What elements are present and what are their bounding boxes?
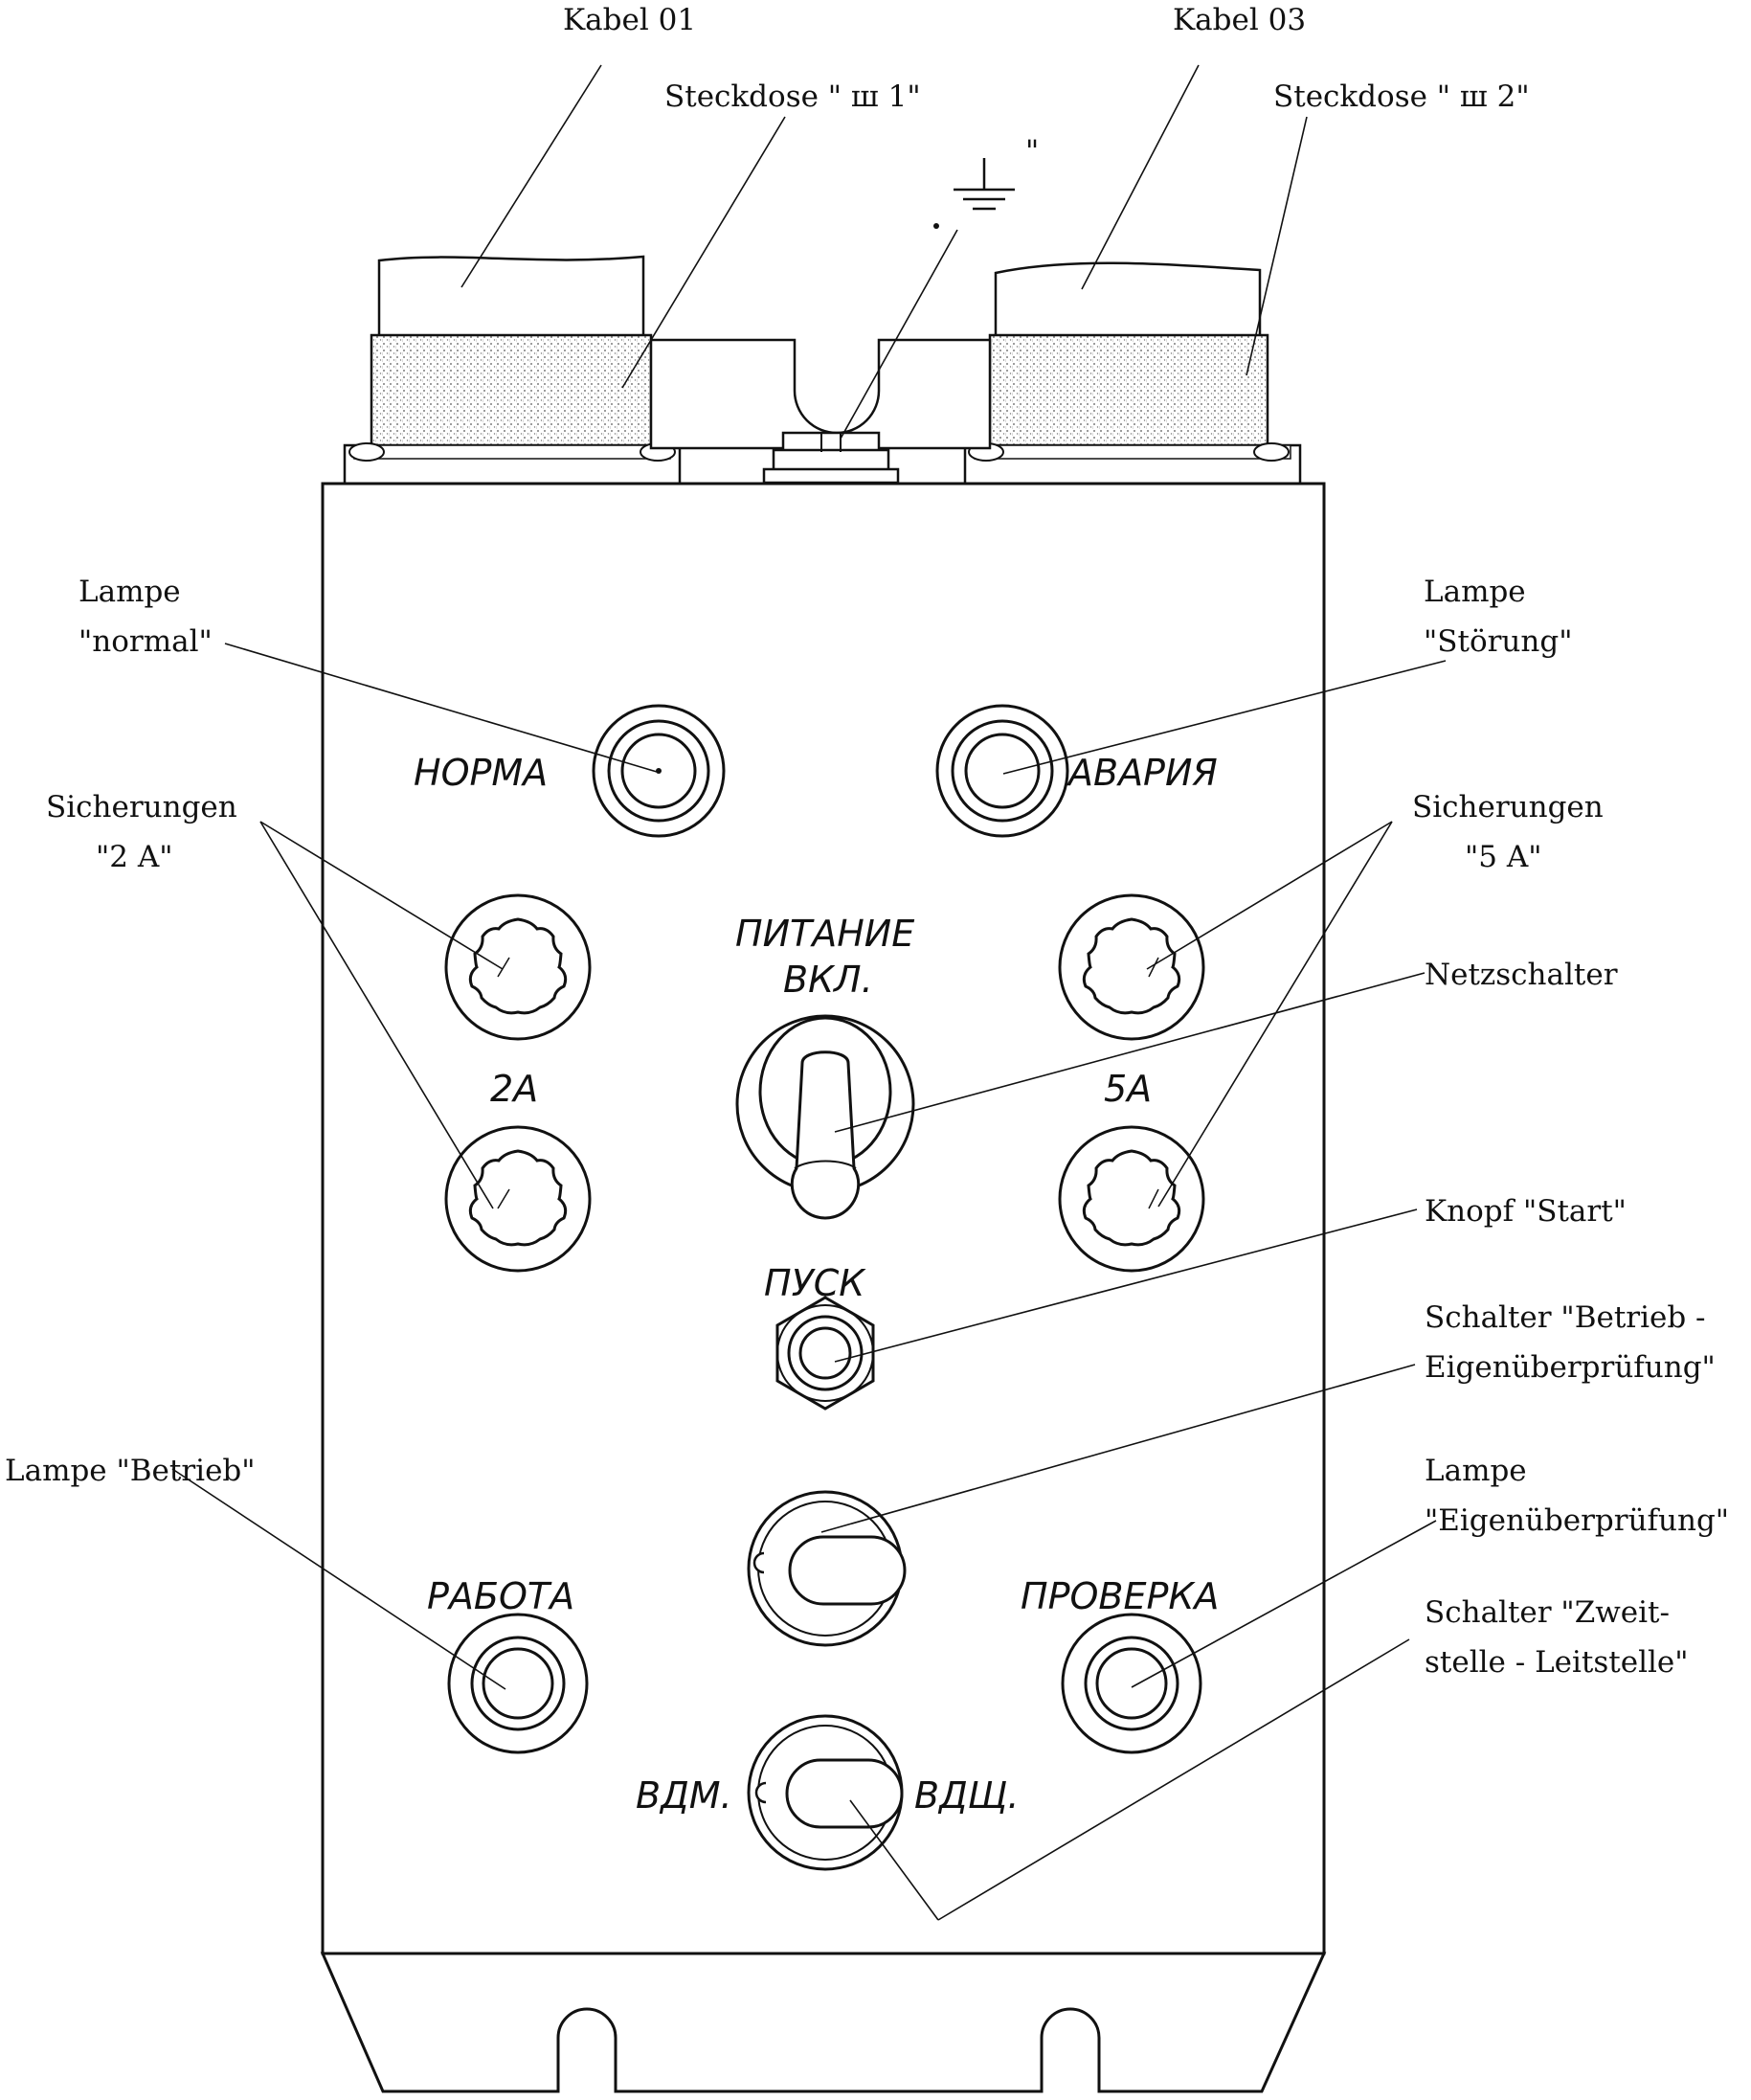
lamp-norma [592,704,726,838]
callout-steckdose-2: Steckdose " ш 2" [1273,79,1530,114]
housing-base [320,1952,1327,2093]
callout-netzschalter: Netzschalter [1425,958,1618,992]
callout-lampe-eigen-line2: "Eigenüberprüfung" [1425,1503,1729,1538]
callout-kabel-01: Kabel 01 [563,3,696,37]
callout-steckdose-1: Steckdose " ш 1" [664,79,921,114]
fuse-5a-bottom [1058,1125,1205,1273]
callout-schalter-zweit-line1: Schalter "Zweit- [1425,1595,1670,1630]
label-pusk: ПУСК [764,1262,866,1304]
callout-lampe-betrieb: Lampe "Betrieb" [5,1454,256,1488]
fuse-2a-bottom [444,1125,592,1273]
station-rotary-switch[interactable] [747,1714,904,1871]
callout-lampe-stoerung-line1: Lampe [1424,575,1526,609]
lamp-proverka [1061,1613,1202,1754]
callout-schalter-betrieb-line1: Schalter "Betrieb - [1425,1300,1706,1335]
ground-icon [933,158,1015,229]
callout-kabel-03: Kabel 03 [1173,3,1306,37]
fuse-2a-top [444,893,592,1041]
label-rabota: РАБОТА [427,1575,574,1617]
lamp-rabota [447,1613,589,1754]
callout-lampe-normal-line1: Lampe [79,575,181,609]
callout-schalter-zweit-line2: stelle - Leitstelle" [1425,1645,1689,1680]
label-vdm: ВДМ. [636,1774,732,1817]
label-norma: НОРМА [414,752,548,794]
label-avariya: АВАРИЯ [1066,752,1218,794]
connector-right [963,261,1302,485]
callout-lampe-stoerung-line2: "Störung" [1424,624,1572,659]
label-proverka: ПРОВЕРКА [1021,1575,1219,1617]
callout-lampe-eigen-line1: Lampe [1425,1454,1527,1488]
label-2a: 2А [490,1068,538,1110]
label-pitanie: ПИТАНИЕ [735,913,914,955]
lamp-avariya [935,704,1069,838]
label-vdshch: ВДЩ. [914,1774,1019,1817]
callout-knopf-start: Knopf "Start" [1425,1194,1627,1229]
callout-sicherungen-2a-line2: "2 A" [96,840,172,874]
ground-quote-right: " [1025,134,1039,169]
power-toggle-switch[interactable] [735,1014,915,1220]
connector-left [343,255,682,485]
label-5a: 5А [1104,1068,1152,1110]
callout-lampe-normal-line2: "normal" [79,624,213,659]
callout-schalter-betrieb-line2: Eigenüberprüfung" [1425,1350,1716,1385]
label-vkl: ВКЛ. [783,959,873,1001]
leader-lines [171,64,1447,1921]
ground-quote-left: " [921,201,934,236]
callout-sicherungen-2a-line1: Sicherungen [46,790,237,824]
callout-sicherungen-5a-line1: Sicherungen [1412,790,1604,824]
mode-rotary-switch[interactable] [747,1490,907,1647]
ground-screw [762,431,900,485]
callout-sicherungen-5a-line2: "5 A" [1465,840,1541,874]
fuse-5a-top [1058,893,1205,1041]
start-button[interactable] [775,1296,875,1411]
